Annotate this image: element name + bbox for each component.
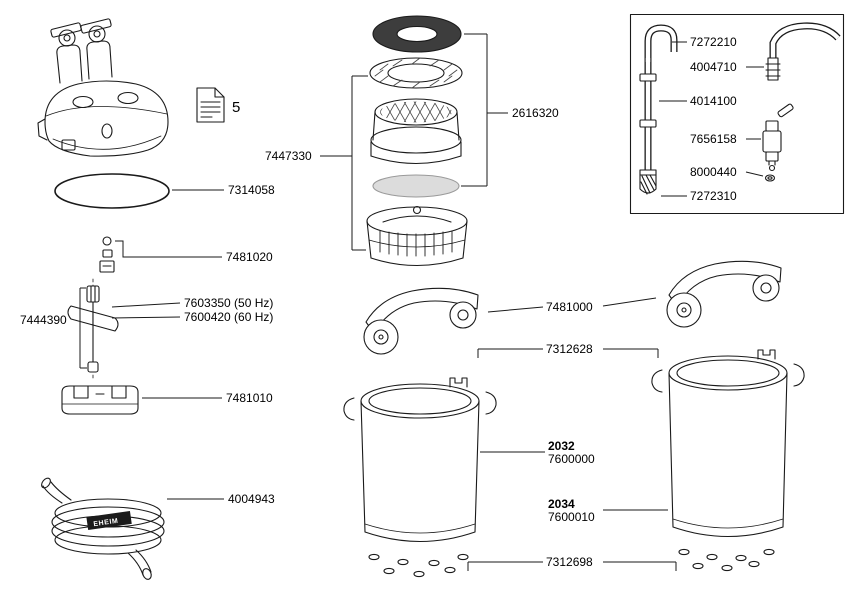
carbon-pad-drawing: [372, 15, 462, 53]
label-container-set: 7447330: [265, 149, 312, 163]
manual-icon: [196, 87, 225, 123]
handle-drawing-left: [363, 287, 479, 355]
label-impeller-50hz: 7603350 (50 Hz): [184, 296, 274, 310]
label-tap: 7656158: [690, 132, 737, 146]
label-feet: 7312698: [546, 555, 593, 569]
label-bushing: 7481010: [226, 391, 273, 405]
label-part-7600000: 7600000: [548, 452, 595, 466]
small-part-drawing: [764, 174, 776, 182]
label-hose: 4004943: [228, 492, 275, 506]
sealing-ring-drawing: [54, 173, 170, 209]
label-shaft-set: 7444390: [20, 313, 67, 327]
label-pad-set: 2616320: [512, 106, 559, 120]
bushing-drawing: [61, 385, 139, 415]
label-manual-page: 5: [232, 99, 241, 116]
tap-drawing: [762, 103, 794, 172]
label-clip-set: 7481020: [226, 250, 273, 264]
label-model-2034: 2034: [548, 497, 575, 511]
label-extension-tube: 4014100: [690, 94, 737, 108]
label-sealing-ring: 7314058: [228, 183, 275, 197]
handle-drawing-right: [666, 260, 782, 328]
canister-2034-feet: [678, 548, 775, 572]
label-intake-pipe: 7272210: [690, 35, 737, 49]
tube-clamp-marks: [639, 73, 657, 128]
canister-2032-drawing: [343, 377, 497, 542]
canister-2032-feet: [368, 553, 469, 578]
canister-2034-drawing: [651, 349, 805, 537]
lattice-disc-drawing: [369, 57, 463, 89]
label-strainer: 7272310: [690, 189, 737, 203]
label-handle: 7481000: [546, 300, 593, 314]
clip-set-drawing: [99, 236, 115, 273]
label-part-7600010: 7600010: [548, 510, 595, 524]
accessory-box-frame: [629, 13, 845, 215]
label-hose-part: 4004710: [690, 60, 737, 74]
strainer-drawing: [639, 169, 657, 195]
label-impeller-60hz: 7600420 (60 Hz): [184, 310, 274, 324]
outlet-hose-drawing: [765, 22, 841, 81]
hose-drawing: EHEIM: [41, 477, 165, 580]
shaft-set-drawing: [67, 278, 119, 381]
lower-basket-drawing: [366, 205, 468, 267]
label-model-2032: 2032: [548, 439, 575, 453]
label-clip: 7312628: [546, 342, 593, 356]
hose-brand-text: EHEIM: [93, 518, 119, 528]
leader-lines: [79, 33, 764, 571]
label-small-part: 8000440: [690, 165, 737, 179]
intake-pipe-drawing: [644, 24, 678, 170]
fine-pad-drawing: [372, 174, 460, 198]
mesh-basket-drawing: [370, 98, 462, 165]
filter-head-drawing: [37, 18, 169, 157]
media-stack-drawing: [366, 15, 468, 267]
accessory-box: [629, 13, 845, 215]
